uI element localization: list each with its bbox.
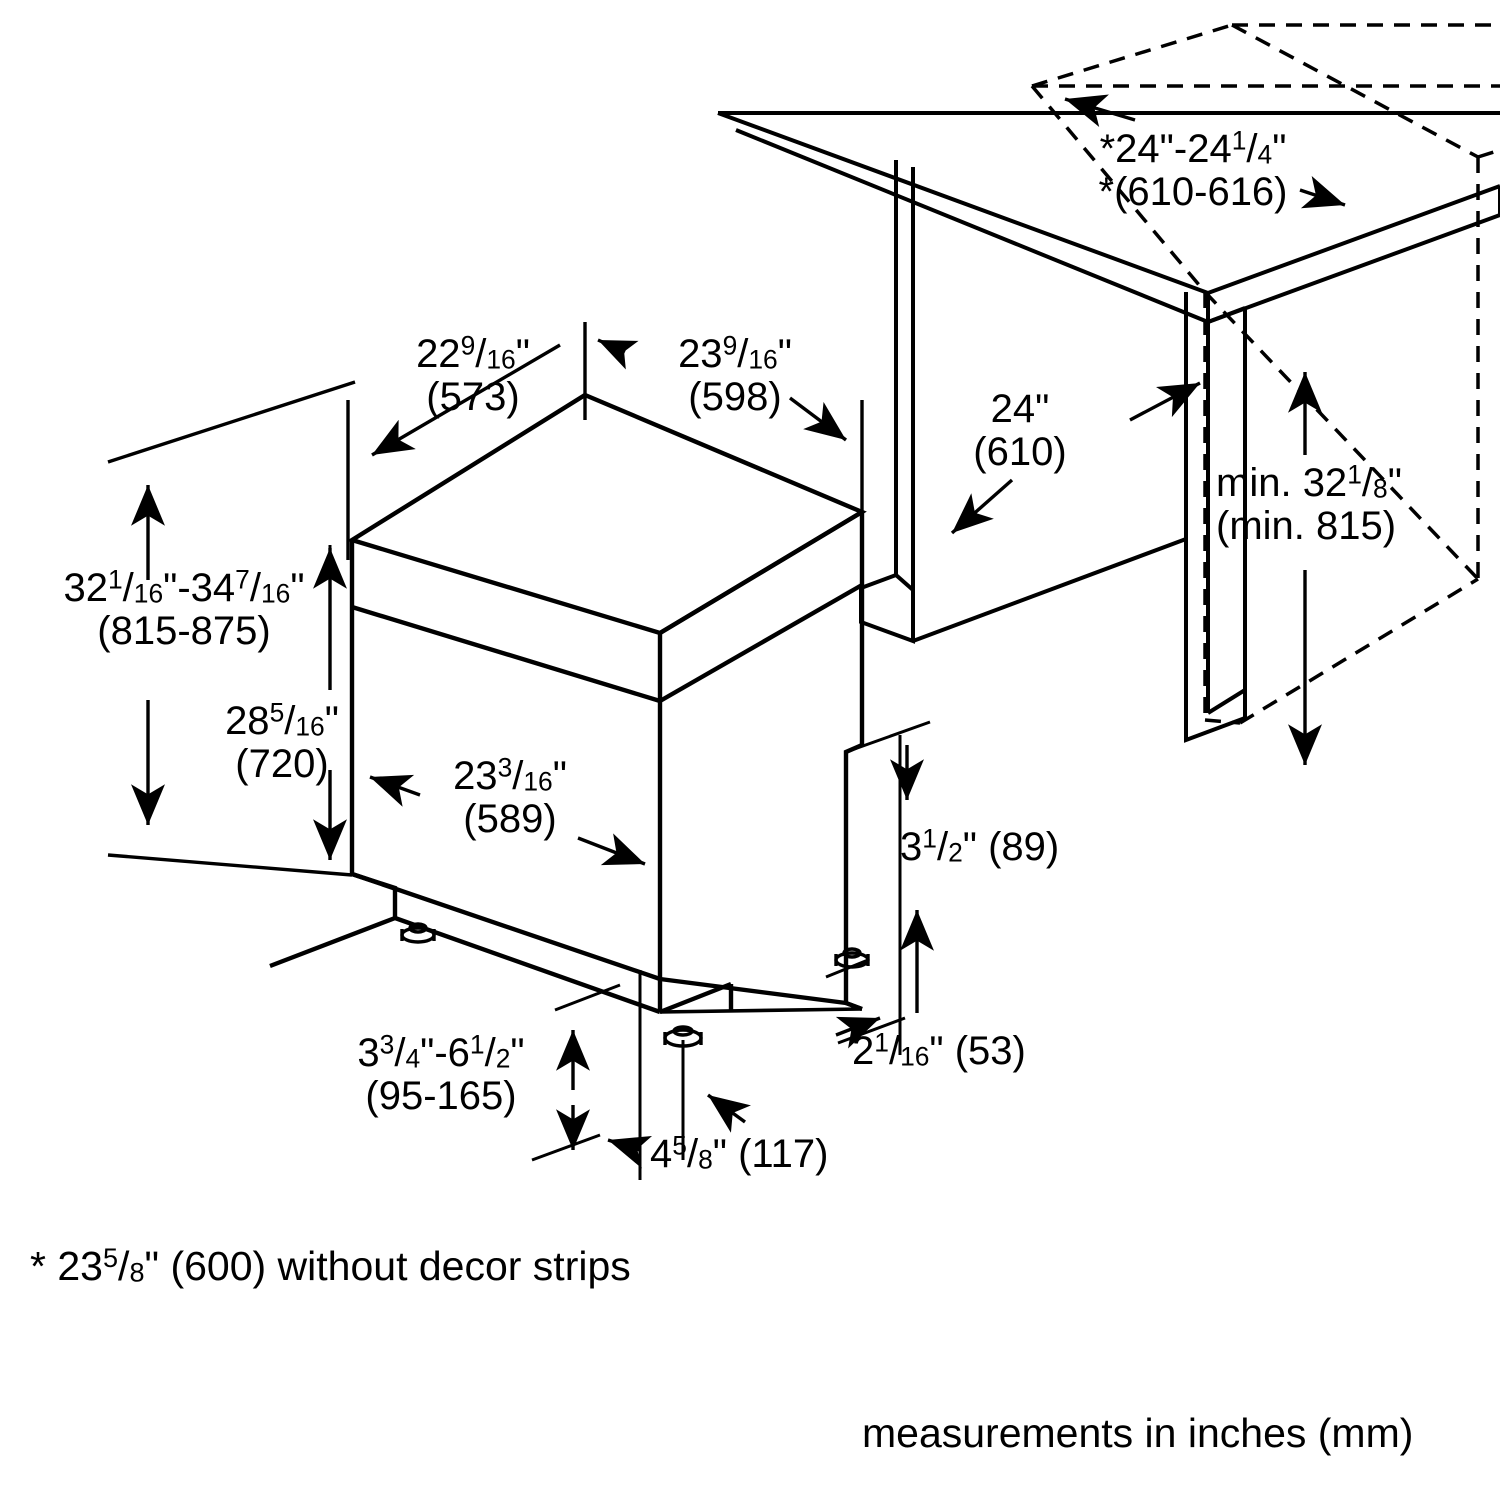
dim-top-depth-left-inches: 229/16" [416,330,530,376]
dim-niche-min-height: min. 321/8" (min. 815) [1216,459,1496,548]
dim-top-depth-right: 239/16" (598) [650,330,820,419]
dim-niche-width: *24"-241/4" *(610-616) [1058,125,1328,214]
dim-toekick-height: 33/4"-61/2" (95-165) [316,1029,566,1118]
dim-foot-offset: 21/16" (53) [852,1027,1026,1073]
units-note: measurements in inches (mm) [862,1410,1414,1456]
dim-front-width-inches: 233/16" [453,752,567,798]
decor-strip-footnote: * 235/8" (600) without decor strips [30,1243,631,1289]
dim-toe-setback-value: 45/8" (117) [650,1130,829,1176]
niche-opening-dashed-outline [1030,23,1500,725]
dim-body-height-mm: (720) [235,741,329,786]
cabinet-and-counter [717,111,1500,743]
dim-body-height: 285/16" (720) [202,697,362,786]
adjustable-feet [400,922,870,1048]
dim-toekick-height-inches: 33/4"-61/2" [357,1029,525,1075]
dim-front-width-mm: (589) [463,796,557,841]
dim-overall-height-mm: (815-875) [97,608,271,653]
dim-plinth-offset-value: 31/2" (89) [900,823,1060,869]
dim-body-height-inches: 285/16" [225,697,339,743]
dim-top-depth-right-mm: (598) [688,374,782,419]
dim-cabinet-depth-inches: 24" [990,387,1050,431]
dim-niche-width-inches: *24"-241/4" [1099,125,1287,171]
dim-top-depth-left-mm: (573) [426,374,520,419]
dim-niche-min-height-mm: (min. 815) [1216,503,1397,548]
dim-front-width: 233/16" (589) [420,752,600,841]
dim-toekick-height-mm: (95-165) [365,1073,517,1118]
dim-niche-min-height-inches: min. 321/8" [1216,459,1402,505]
dim-overall-height: 321/16"-347/16" (815-875) [14,564,354,653]
dim-toe-setback: 45/8" (117) [650,1130,829,1176]
dimension-lines [107,94,1346,1180]
dim-overall-height-inches: 321/16"-347/16" [63,564,305,610]
dim-cabinet-depth: 24" (610) [950,388,1090,474]
dim-niche-width-mm: *(610-616) [1098,169,1288,214]
dim-foot-offset-value: 21/16" (53) [852,1027,1026,1073]
dishwasher-body [269,392,867,1015]
dim-top-depth-left: 229/16" (573) [388,330,558,419]
dim-plinth-offset: 31/2" (89) [900,823,1060,869]
dim-top-depth-right-inches: 239/16" [678,330,792,376]
dim-cabinet-depth-mm: (610) [973,429,1067,474]
